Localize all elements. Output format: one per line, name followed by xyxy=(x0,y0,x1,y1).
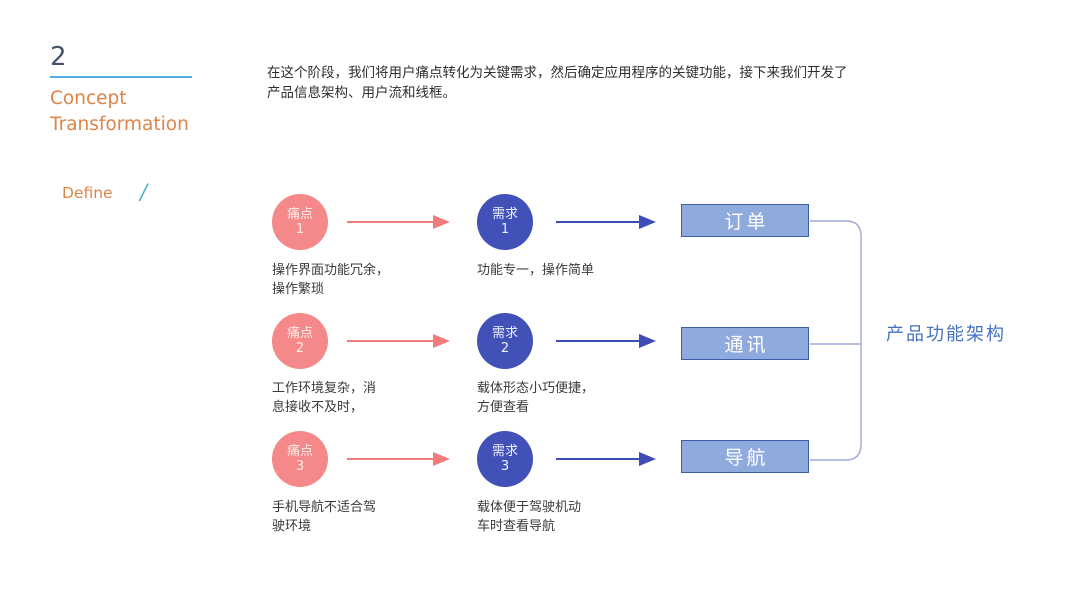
phase-label: Define xyxy=(62,184,113,202)
need-circle: 需求 3 xyxy=(477,431,533,487)
caption-line: 息接收不及时， xyxy=(272,400,364,415)
pain-point-circle: 痛点 3 xyxy=(272,431,328,487)
need-label: 需求 xyxy=(491,444,518,459)
slide-title-line: Concept xyxy=(50,88,127,109)
need-caption: 载体形态小巧便捷， 方便查看 xyxy=(477,379,652,417)
result-label: 产品功能架构 xyxy=(886,324,1006,345)
need-label: 需求 xyxy=(491,207,518,222)
pain-caption: 工作环境复杂，消 息接收不及时， xyxy=(272,379,447,417)
need-circle: 需求 2 xyxy=(477,313,533,369)
pain-point-number: 2 xyxy=(295,341,305,356)
bracket-connector xyxy=(810,220,862,461)
pain-point-circle: 痛点 1 xyxy=(272,194,328,250)
feature-box: 订单 xyxy=(681,204,809,237)
pain-point-label: 痛点 xyxy=(286,444,313,459)
caption-line: 载体形态小巧便捷， xyxy=(477,381,595,396)
phase: Define / xyxy=(62,180,147,204)
slide-description: 在这个阶段，我们将用户痛点转化为关键需求，然后确定应用程序的关键功能，接下来我们… xyxy=(267,65,848,101)
pain-point-number: 3 xyxy=(295,459,305,474)
caption-line: 驶环境 xyxy=(272,519,312,534)
caption-line: 工作环境复杂，消 xyxy=(272,381,377,396)
pain-point-label: 痛点 xyxy=(286,326,313,341)
need-caption: 功能专一，操作简单 xyxy=(477,261,652,280)
pain-point-circle: 痛点 2 xyxy=(272,313,328,369)
need-circle: 需求 1 xyxy=(477,194,533,250)
caption-line: 手机导航不适合驾 xyxy=(272,500,377,515)
pain-caption: 操作界面功能冗余， 操作繁琐 xyxy=(272,261,447,299)
need-number: 2 xyxy=(500,341,510,356)
slide-title-line: Transformation xyxy=(50,114,189,135)
need-number: 1 xyxy=(500,222,510,237)
pain-point-label: 痛点 xyxy=(286,207,313,222)
caption-line: 载体便于驾驶机动 xyxy=(477,500,582,515)
need-number: 3 xyxy=(500,459,510,474)
caption-line: 功能专一，操作简单 xyxy=(477,263,595,278)
caption-line: 操作繁琐 xyxy=(272,282,325,297)
pain-point-number: 1 xyxy=(295,222,305,237)
need-label: 需求 xyxy=(491,326,518,341)
step-underline xyxy=(50,76,192,78)
caption-line: 操作界面功能冗余， xyxy=(272,263,390,278)
step-number: 2 xyxy=(50,42,67,72)
phase-slash-icon: / xyxy=(140,180,148,204)
caption-line: 车时查看导航 xyxy=(477,519,556,534)
feature-box: 导航 xyxy=(681,440,809,473)
pain-caption: 手机导航不适合驾 驶环境 xyxy=(272,498,447,536)
slide-title: Concept Transformation xyxy=(50,86,189,138)
feature-box: 通讯 xyxy=(681,327,809,360)
need-caption: 载体便于驾驶机动 车时查看导航 xyxy=(477,498,652,536)
caption-line: 方便查看 xyxy=(477,400,530,415)
